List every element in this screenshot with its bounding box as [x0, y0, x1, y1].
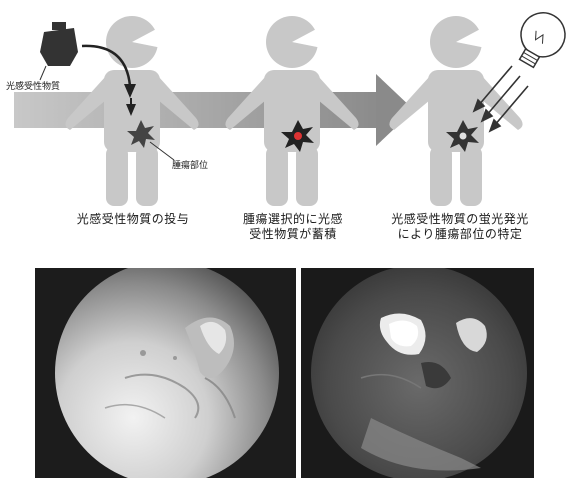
process-arrow: [14, 74, 414, 146]
step-2-caption: 腫瘍選択的に光感 受性物質が蓄積: [218, 212, 368, 242]
scope-view-left: [55, 268, 279, 478]
step-1-caption: 光感受性物質の投与: [58, 212, 208, 227]
endoscope-white-light-image: [35, 268, 296, 478]
endoscope-fluorescence-image: [301, 268, 534, 478]
light-bulb-icon: [507, 5, 569, 75]
agent-label: 光感受性物質: [6, 80, 60, 92]
person-figure-3: [389, 16, 522, 206]
person-figure-2: [225, 16, 358, 206]
tumor-label: 腫瘍部位: [172, 159, 208, 171]
agent-label-leader: [40, 66, 46, 80]
step-3-caption: 光感受性物質の蛍光発光 により腫瘍部位の特定: [370, 212, 550, 242]
drug-vial-icon: [40, 22, 78, 66]
